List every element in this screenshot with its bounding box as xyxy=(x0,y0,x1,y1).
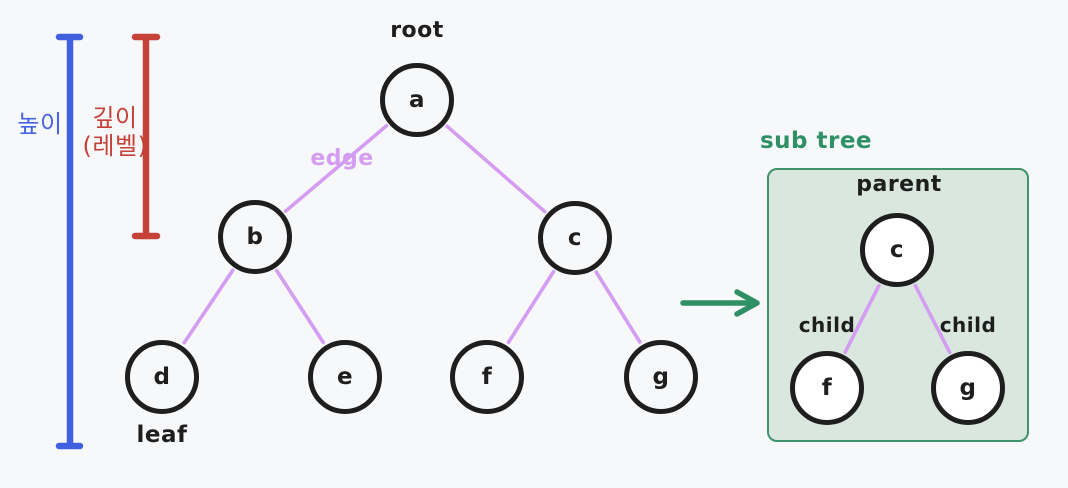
parent-label: parent xyxy=(856,172,942,197)
subtree-edges xyxy=(843,283,952,355)
tree-edges xyxy=(182,124,642,345)
depth-label-line2: (레벨) xyxy=(82,132,148,160)
tree-node-g: g xyxy=(624,340,698,414)
root-label: root xyxy=(390,18,444,43)
height-label-korean: 높이 xyxy=(17,110,63,138)
subtree-arrow-icon xyxy=(680,289,760,317)
subtree-title: sub tree xyxy=(759,128,873,154)
edge-sub-c-g xyxy=(913,283,952,355)
depth-label-korean: 깊이 (레벨) xyxy=(83,104,148,160)
height-measure-line xyxy=(55,33,84,450)
tree-node-b: b xyxy=(218,200,292,274)
depth-measure-line xyxy=(131,33,161,240)
edge-b-d xyxy=(182,268,235,345)
tree-node-d: d xyxy=(125,340,199,414)
edge-a-b xyxy=(283,124,389,213)
edge-c-f xyxy=(506,269,556,345)
leaf-label: leaf xyxy=(136,422,188,448)
depth-label-line1: 깊이 xyxy=(92,104,138,132)
subtree-node-c: c xyxy=(860,213,934,287)
subtree-node-g: g xyxy=(931,351,1005,425)
child-label-right: child xyxy=(939,313,997,337)
edge-sub-c-f xyxy=(843,283,881,355)
edge-a-c xyxy=(445,124,547,214)
tree-node-c: c xyxy=(538,201,612,275)
child-label-left: child xyxy=(798,313,856,337)
edge-c-g xyxy=(594,270,642,344)
tree-node-a: a xyxy=(380,63,454,137)
tree-node-f: f xyxy=(450,340,524,414)
edge-b-e xyxy=(274,268,326,345)
tree-node-e: e xyxy=(308,340,382,414)
subtree-node-f: f xyxy=(790,351,864,425)
edge-label: edge xyxy=(310,146,374,171)
